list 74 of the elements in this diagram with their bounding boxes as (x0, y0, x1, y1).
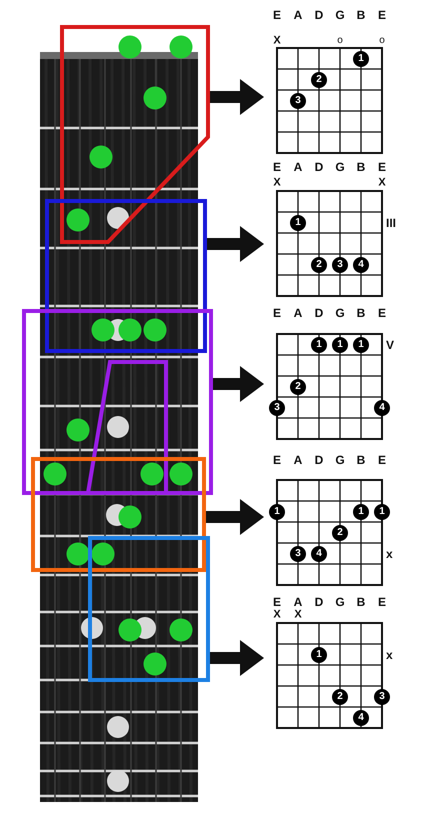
chord-shape-outline (31, 457, 206, 572)
chord-shape-outline (22, 309, 213, 495)
finger-dot: 1 (353, 336, 369, 352)
string-name: G (335, 454, 345, 466)
fret-position-numeral: III (386, 216, 396, 228)
chord-shape-outline (60, 25, 210, 244)
arrow (206, 499, 264, 535)
arrow (210, 79, 264, 115)
finger-dot: 3 (269, 400, 285, 416)
string-name: E (378, 454, 386, 466)
finger-dot: 2 (290, 378, 306, 394)
string-name: G (335, 9, 345, 21)
finger-dot: 1 (353, 504, 369, 520)
string-name: A (294, 307, 302, 319)
string-name: D (314, 307, 324, 319)
x-mark: x (386, 548, 393, 560)
string-name: E (273, 9, 281, 21)
open-string-mark: o (337, 36, 343, 46)
string-name: D (314, 9, 324, 21)
finger-dot: 4 (311, 546, 327, 562)
string-name: E (378, 596, 386, 608)
string-name: B (356, 596, 366, 608)
finger-dot: 1 (353, 50, 369, 66)
string-name: B (356, 9, 366, 21)
string-name: G (335, 161, 345, 173)
muted-string-mark: X (378, 178, 386, 188)
arrow (207, 226, 264, 262)
string-name: E (378, 161, 386, 173)
open-string-mark: o (379, 36, 385, 46)
finger-dot: 4 (374, 400, 390, 416)
string-name: D (314, 161, 324, 173)
finger-dot: 3 (332, 256, 348, 272)
string-name: D (314, 596, 324, 608)
finger-dot: 1 (311, 336, 327, 352)
string-name: E (273, 454, 281, 466)
finger-dot: 1 (290, 214, 306, 230)
finger-dot: 2 (311, 256, 327, 272)
finger-dot: 4 (353, 256, 369, 272)
chord-shape-outline (45, 199, 207, 353)
x-mark: x (386, 648, 393, 660)
string-name: E (273, 596, 281, 608)
finger-dot: 2 (311, 72, 327, 88)
finger-dot: 1 (332, 336, 348, 352)
finger-dot: 1 (269, 504, 285, 520)
string-name: B (356, 161, 366, 173)
string-name: G (335, 596, 345, 608)
arrow (213, 366, 264, 402)
arrow (210, 640, 264, 676)
string-name: D (314, 454, 324, 466)
string-name: E (273, 161, 281, 173)
finger-dot: 4 (353, 710, 369, 726)
string-name: B (356, 454, 366, 466)
string-name: G (335, 307, 345, 319)
fret-position-numeral: V (386, 338, 394, 350)
string-name: A (294, 596, 302, 608)
string-name: E (378, 9, 386, 21)
chord-shape-outline (88, 536, 210, 682)
muted-string-mark: X (294, 610, 302, 620)
string-name: A (294, 454, 302, 466)
muted-string-mark: X (273, 36, 281, 46)
string-name: B (356, 307, 366, 319)
finger-dot: 3 (290, 546, 306, 562)
string-name: A (294, 9, 302, 21)
finger-dot: 3 (290, 92, 306, 108)
finger-dot: 2 (332, 524, 348, 540)
muted-string-mark: X (273, 178, 281, 188)
finger-dot: 1 (374, 504, 390, 520)
finger-dot: 1 (311, 646, 327, 662)
finger-dot: 2 (332, 688, 348, 704)
string-name: E (273, 307, 281, 319)
string-name: E (378, 307, 386, 319)
string-name: A (294, 161, 302, 173)
muted-string-mark: X (273, 610, 281, 620)
finger-dot: 3 (374, 688, 390, 704)
